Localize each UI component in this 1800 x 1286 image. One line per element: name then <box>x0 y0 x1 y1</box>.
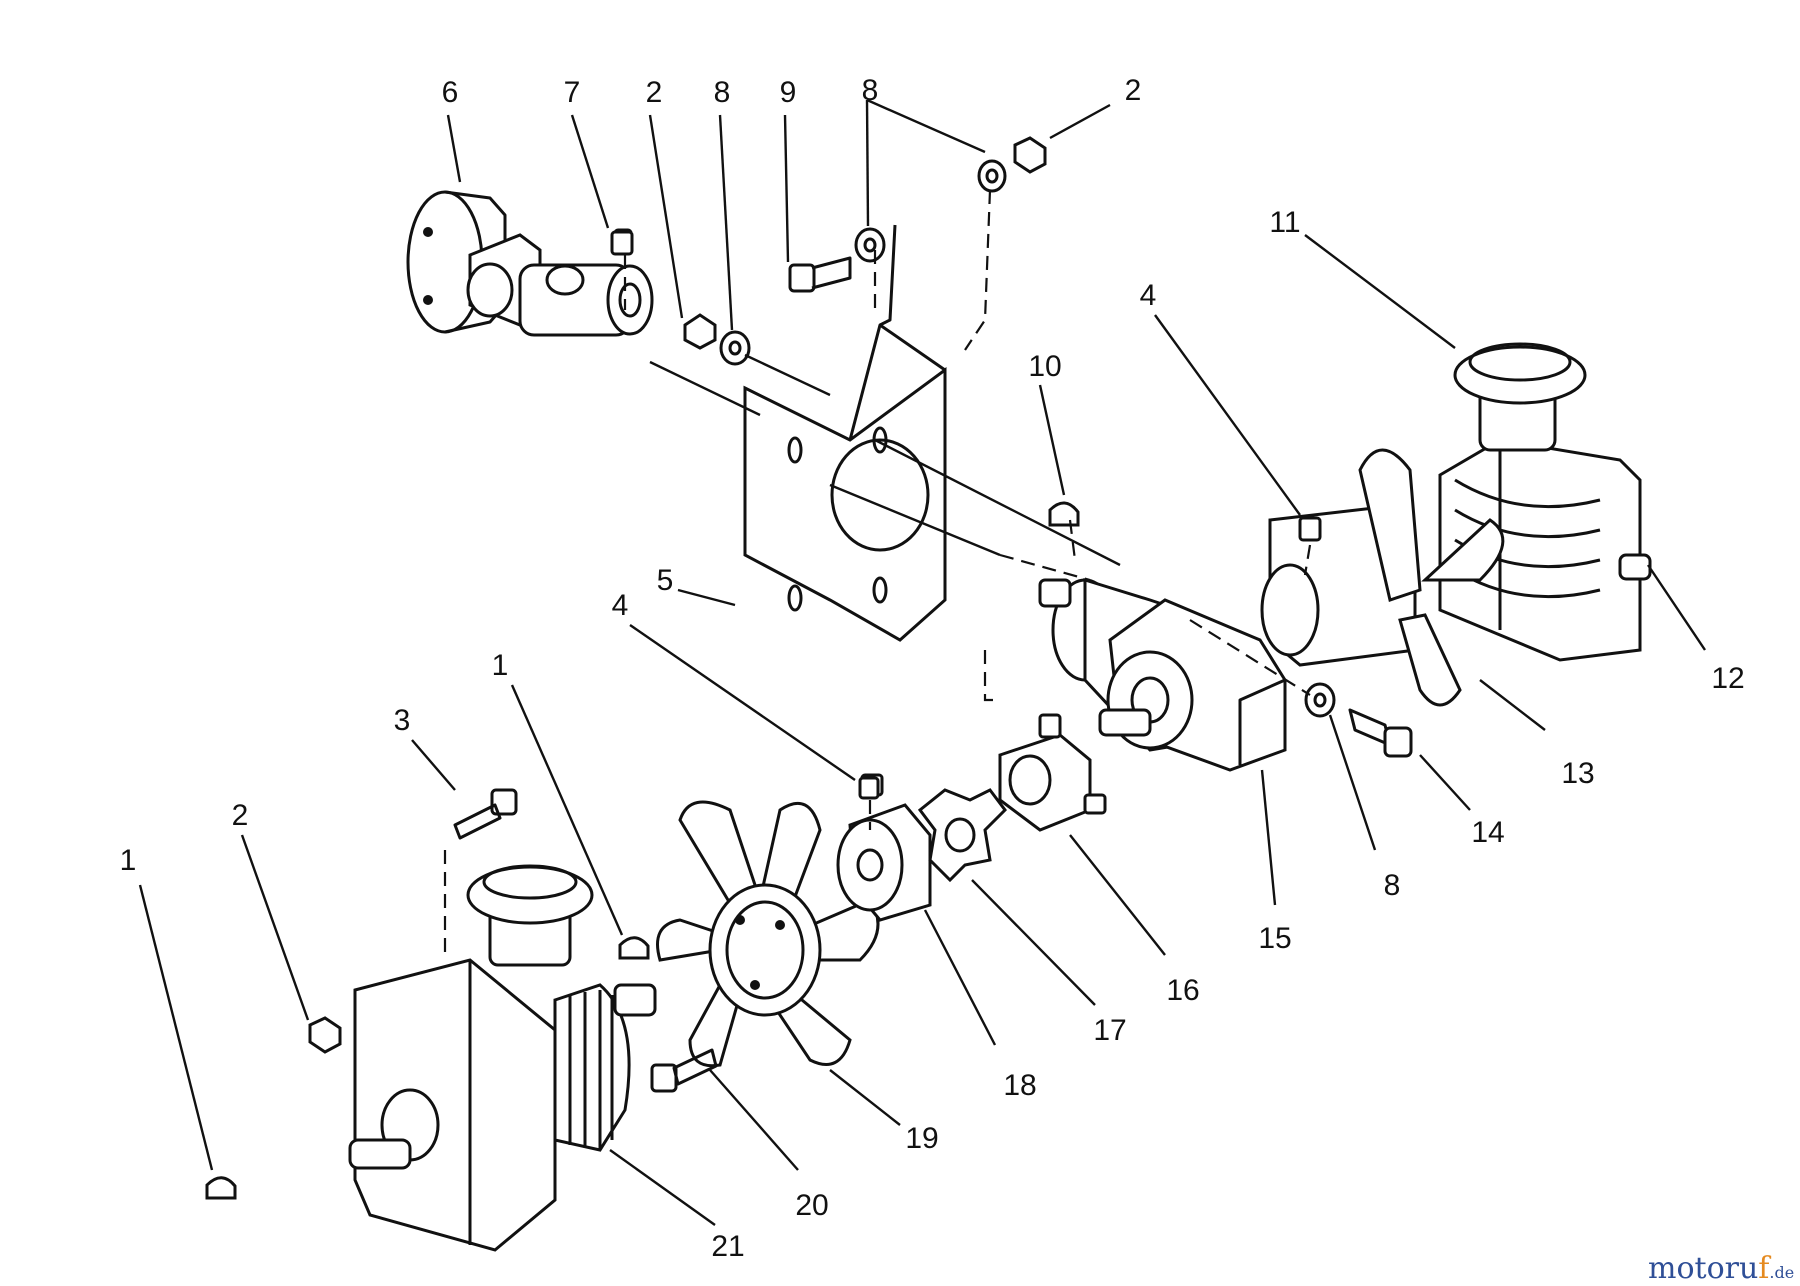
callout-21: 21 <box>711 1230 744 1263</box>
upper-gearbox-part <box>1260 342 1652 667</box>
callout-2: 2 <box>232 799 249 832</box>
coupler-spider-part <box>917 788 1007 883</box>
callout-8: 8 <box>1384 869 1401 902</box>
callout-17: 17 <box>1093 1014 1126 1047</box>
callout-12: 12 <box>1711 662 1744 695</box>
callout-1: 1 <box>492 649 509 682</box>
watermark-accent: f <box>1758 1251 1771 1286</box>
motoruf-watermark-logo: motoruf.de <box>1648 1251 1794 1286</box>
callout-6: 6 <box>442 76 459 109</box>
cooling-fan-part <box>656 800 880 1068</box>
callout-2: 2 <box>646 76 663 109</box>
callout-4: 4 <box>1140 279 1157 312</box>
callout-15: 15 <box>1258 922 1291 955</box>
callout-2: 2 <box>1125 74 1142 107</box>
callout-20: 20 <box>795 1189 828 1222</box>
callout-9: 9 <box>780 76 797 109</box>
coupler-jaw-part <box>998 713 1107 832</box>
right-angle-gearbox-part <box>1038 577 1287 772</box>
svg-text:motoruf.de: motoruf.de <box>1648 1251 1794 1286</box>
leader-lines <box>138 98 1706 1226</box>
hardware-parts <box>205 136 1413 1200</box>
callout-16: 16 <box>1166 974 1199 1007</box>
callout-10: 10 <box>1028 350 1061 383</box>
alignment-lines <box>443 189 1312 960</box>
callout-3: 3 <box>394 704 411 737</box>
callout-18: 18 <box>1003 1069 1036 1102</box>
callout-1: 1 <box>120 844 137 877</box>
callout-7: 7 <box>564 76 581 109</box>
coupler-half-part <box>836 773 932 922</box>
callout-13: 13 <box>1561 757 1594 790</box>
callout-19: 19 <box>905 1122 938 1155</box>
universal-joint-part <box>406 190 654 337</box>
callout-4: 4 <box>612 589 629 622</box>
callout-labels: 1 1 2 2 2 3 4 4 5 6 7 8 8 8 9 10 11 12 1… <box>120 74 1745 1263</box>
callout-8: 8 <box>714 76 731 109</box>
watermark-main: motoru <box>1648 1251 1758 1286</box>
callout-14: 14 <box>1471 816 1504 849</box>
lower-gearbox-part <box>348 864 657 1252</box>
upper-fan-part <box>1358 448 1505 707</box>
callout-8: 8 <box>862 74 879 107</box>
callout-11: 11 <box>1269 206 1300 239</box>
mounting-bracket-part <box>743 224 947 642</box>
callout-5: 5 <box>657 564 674 597</box>
watermark-suffix: .de <box>1769 1263 1794 1282</box>
